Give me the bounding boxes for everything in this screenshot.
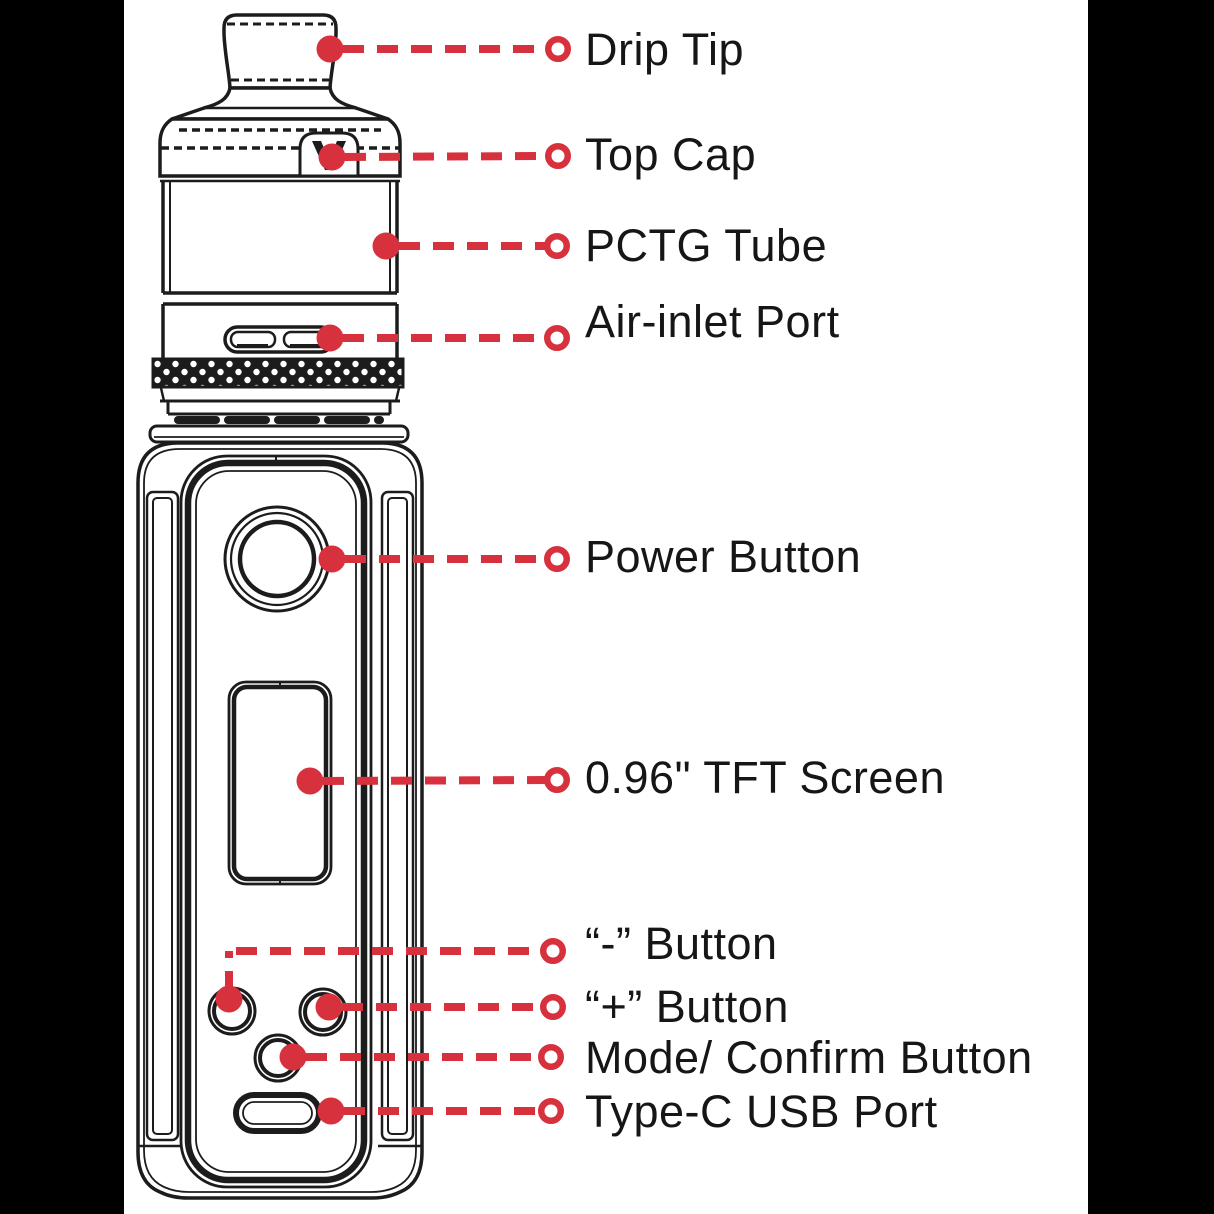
side-rail-left bbox=[145, 490, 180, 1142]
leader-pctg-tube bbox=[372, 232, 570, 260]
label-power-button: Power Button bbox=[585, 531, 862, 582]
leader-air-inlet bbox=[316, 324, 570, 352]
pctg-tube bbox=[161, 181, 399, 359]
usb-port bbox=[233, 1092, 322, 1134]
label-tft-screen: 0.96" TFT Screen bbox=[585, 752, 945, 803]
tank-neck bbox=[171, 86, 389, 121]
leader-mode-button bbox=[279, 1043, 564, 1071]
device-drawing bbox=[136, 13, 424, 1200]
leader-usb-port bbox=[317, 1097, 564, 1125]
label-usb-port: Type-C USB Port bbox=[585, 1086, 938, 1137]
letterbox-left-bar bbox=[0, 0, 124, 1214]
leader-tft-screen bbox=[296, 767, 570, 795]
label-top-cap: Top Cap bbox=[585, 129, 757, 180]
leader-drip-tip bbox=[316, 35, 571, 63]
top-cap bbox=[158, 117, 402, 183]
leader-lines bbox=[215, 35, 571, 1125]
label-minus-button: “-” Button bbox=[585, 918, 778, 969]
label-pctg-tube: PCTG Tube bbox=[585, 220, 828, 271]
front-panel bbox=[179, 454, 373, 1189]
label-air-inlet: Air-inlet Port bbox=[585, 296, 840, 347]
label-mode-button: Mode/ Confirm Button bbox=[585, 1032, 1033, 1083]
label-drip-tip: Drip Tip bbox=[585, 24, 745, 75]
leader-top-cap bbox=[318, 143, 571, 171]
letterbox-right-bar bbox=[1088, 0, 1214, 1214]
drip-tip bbox=[222, 13, 338, 90]
label-plus-button: “+” Button bbox=[585, 981, 789, 1032]
side-rail-right bbox=[380, 490, 415, 1142]
leader-plus-button bbox=[315, 993, 566, 1021]
tank-base bbox=[148, 387, 410, 444]
air-inlet-port bbox=[223, 325, 335, 354]
leader-minus-button bbox=[215, 938, 566, 1013]
leader-power-button bbox=[318, 545, 570, 573]
knurled-ring bbox=[151, 357, 405, 389]
